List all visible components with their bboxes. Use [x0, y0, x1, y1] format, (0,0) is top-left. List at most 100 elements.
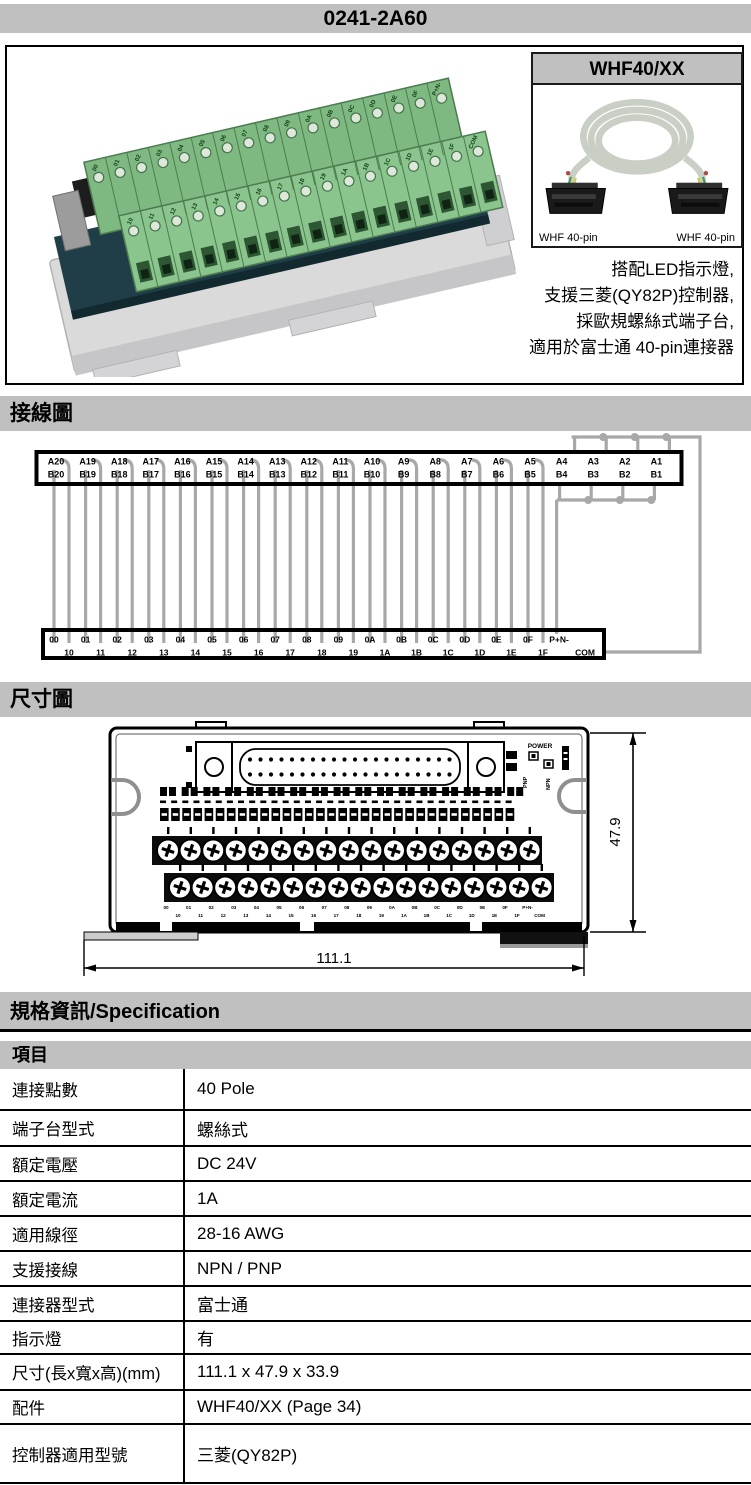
dim-terminal-label-row2: 16 [311, 913, 317, 918]
terminal-tick [540, 864, 543, 871]
terminal-screw [436, 92, 448, 104]
terminal-tick [415, 827, 418, 834]
connector-pin-dot [331, 772, 337, 777]
bus-junction-dot [615, 496, 624, 504]
dim-terminal-label-row1: 0F [502, 905, 508, 910]
tier-label: 16 [255, 187, 264, 196]
pin-label-a: A11 [332, 456, 348, 466]
terminal-screw [321, 180, 334, 192]
screw-cross-icon [251, 843, 266, 858]
terminal-label-row2: 1C [443, 647, 454, 657]
tier-slot [190, 137, 209, 210]
led-icon [429, 787, 437, 796]
tier-label: 1B [362, 162, 371, 172]
page-title: 0241-2A60 [0, 4, 751, 33]
micro-label-mark [449, 800, 456, 804]
pin-label-a: A3 [587, 456, 599, 466]
terminal-tick [280, 827, 283, 834]
terminal-label-row2: 13 [159, 647, 169, 657]
screw-cross-icon [522, 843, 537, 858]
terminal-label-row1: 07 [270, 634, 280, 644]
terminal-tick [269, 864, 272, 871]
terminal-screw [135, 161, 148, 174]
dim-terminal-label-row2: 1D [469, 913, 476, 918]
led-icon [234, 787, 242, 796]
terminal-label-row2: 12 [127, 647, 137, 657]
pin-label-a: A5 [524, 456, 536, 466]
pin-label-b: B18 [111, 469, 128, 479]
terminal-label-row1: 09 [334, 634, 344, 644]
pin-label-a: A2 [619, 456, 631, 466]
micro-label-mark [182, 800, 189, 804]
spec-row-label: 支援接線 [12, 1261, 78, 1280]
wire-a [313, 458, 324, 643]
tier-slot [276, 117, 294, 190]
wiring-section-title: 接線圖 [0, 396, 751, 431]
pin-label-a: A8 [429, 456, 441, 466]
tier-label: P+N- [432, 82, 443, 97]
resistor-stripe [273, 813, 279, 816]
screw-cross-icon [376, 880, 391, 895]
led-icon [463, 787, 471, 796]
wire-entry-hole-inner [161, 263, 172, 275]
connector-pin-dot [426, 757, 431, 762]
pin-label-b: B16 [174, 469, 191, 479]
terminal-tick [292, 864, 295, 871]
spec-row-label: 端子台型式 [12, 1121, 95, 1139]
npn-label: NPN [546, 778, 552, 790]
dim-terminal-label-row2: 12 [221, 913, 227, 918]
connector-pin-dot [310, 772, 316, 777]
terminal-screw [407, 160, 420, 172]
tier-label: 13 [191, 202, 200, 211]
pin-label-a: A17 [143, 456, 160, 466]
tier-slot [247, 185, 267, 263]
dimension-section-title: 尺寸圖 [0, 682, 751, 717]
wire-entry-hole-inner [420, 204, 430, 215]
terminal-tick [257, 827, 260, 834]
connector-pin-dot [258, 772, 263, 777]
dim-terminal-label-row1: 0E [480, 905, 486, 910]
pin-label-b: B19 [79, 469, 96, 479]
spec-row-label: 尺寸(長x寬x高)(mm) [12, 1365, 161, 1383]
terminal-tick [382, 864, 385, 871]
tier-label: 1F [448, 143, 457, 152]
wire-a [408, 458, 419, 643]
terminal-screw [114, 166, 126, 179]
micro-label-mark [238, 800, 245, 804]
tier-slot [254, 122, 273, 195]
resistor-stripe [473, 813, 480, 816]
tier-label: 1A [341, 167, 350, 177]
dim-terminal-label-row2: 18 [356, 913, 362, 918]
screw-cross-icon [512, 880, 526, 895]
dim-terminal-label-row1: 06 [299, 905, 305, 910]
connector-pin-dot [436, 757, 442, 762]
pnp-label: PNP [523, 776, 529, 788]
terminal-label-row1: 0C [428, 634, 439, 644]
tier-label: 18 [298, 177, 307, 186]
terminal-tick [438, 827, 441, 834]
dim-terminal-label-row1: 0C [434, 905, 441, 910]
terminal-label-row1: 0A [365, 634, 376, 644]
spec-items-header: 項目 [0, 1041, 751, 1069]
terminal-label-row2: 16 [254, 647, 264, 657]
pin-label-a: A15 [206, 456, 223, 466]
cable-right-label: WHF 40-pin [676, 232, 735, 244]
terminal-screw [285, 127, 298, 139]
tier-slot [362, 97, 380, 171]
screw-cross-icon [308, 880, 323, 895]
spec-table-row: 連接器型式富士通 [0, 1287, 751, 1322]
spec-row-value: 40 Pole [183, 1069, 751, 1109]
screw-cross-icon [455, 843, 469, 858]
dim-terminal-label-row1: 00 [163, 905, 169, 910]
terminal-tick [450, 864, 453, 871]
wire-a [92, 458, 103, 643]
led-icon [212, 787, 220, 796]
led-icon [181, 787, 189, 796]
spec-row-value: 富士通 [183, 1287, 751, 1320]
tier-slot [419, 146, 439, 223]
led-icon [355, 787, 363, 796]
